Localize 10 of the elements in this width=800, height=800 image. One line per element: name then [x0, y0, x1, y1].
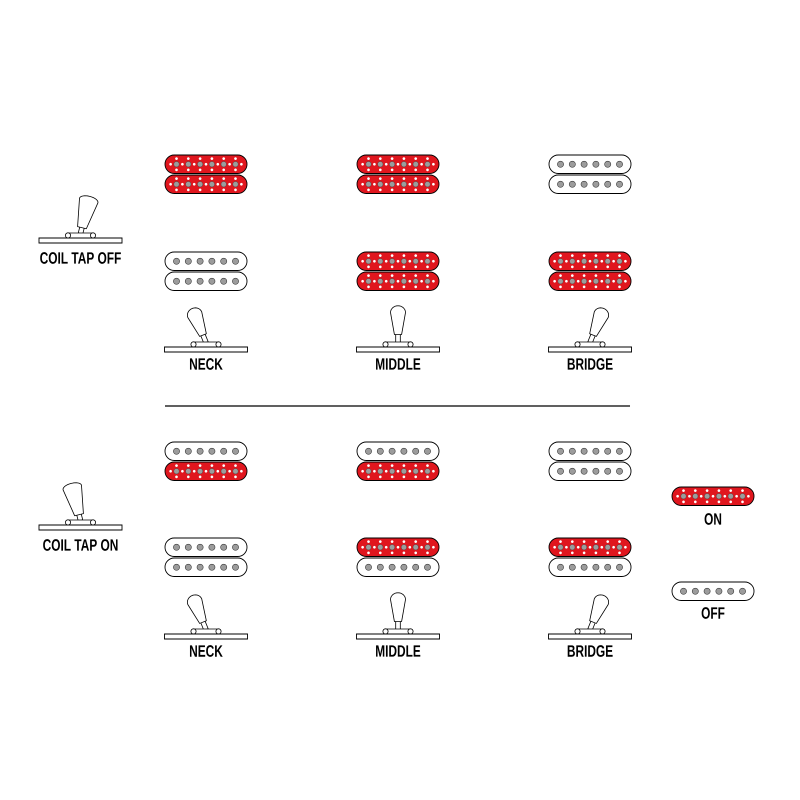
switch-label: COIL TAP ON	[43, 539, 118, 551]
switch-label: MIDDLE	[376, 645, 420, 657]
switch-label: MIDDLE	[376, 358, 420, 370]
legend-label: OFF	[702, 607, 724, 619]
switch-label: NECK	[190, 358, 223, 370]
switch-label: NECK	[190, 645, 223, 657]
legend-label: ON	[704, 513, 722, 525]
switch-label: BRIDGE	[568, 358, 613, 370]
switch-label: COIL TAP OFF	[40, 252, 121, 264]
switch-label: BRIDGE	[568, 645, 613, 657]
